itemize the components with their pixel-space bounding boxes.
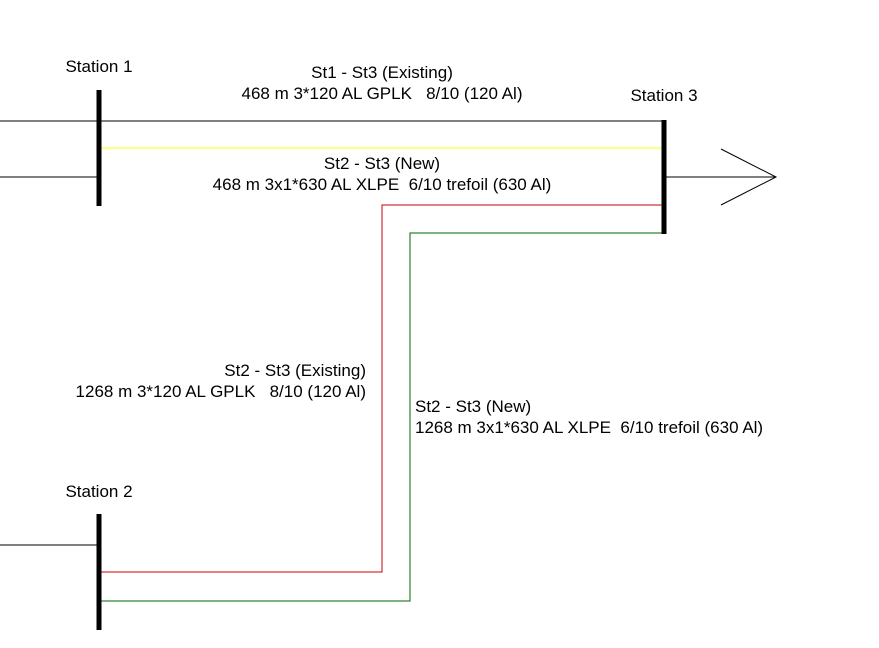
cable-st2-st3-new-spec: 1268 m 3x1*630 AL XLPE 6/10 trefoil (630… [415, 418, 764, 437]
station1-label: Station 1 [65, 57, 133, 76]
cable-st2-st3-new-top-spec: 468 m 3x1*630 AL XLPE 6/10 trefoil (630 … [212, 175, 552, 194]
cable-st1-st3-existing-title: St1 - St3 (Existing) [311, 63, 453, 82]
cable-st2-st3-new-top-title: St2 - St3 (New) [323, 154, 441, 173]
station3-label: Station 3 [630, 86, 698, 105]
cable-st2-st3-new-title: St2 - St3 (New) [415, 397, 532, 416]
cable-st2-st3-existing [99, 204, 664, 573]
cable-st2-st3-existing-spec: 1268 m 3*120 AL GPLK 8/10 (120 Al) [75, 382, 366, 401]
station2-label: Station 2 [65, 482, 133, 501]
cable-st2-st3-new [99, 232, 664, 602]
cable-st1-st3-existing-spec: 468 m 3*120 AL GPLK 8/10 (120 Al) [241, 84, 523, 103]
cable-st2-st3-existing-title: St2 - St3 (Existing) [224, 361, 366, 380]
arrow-icon [720, 148, 778, 206]
